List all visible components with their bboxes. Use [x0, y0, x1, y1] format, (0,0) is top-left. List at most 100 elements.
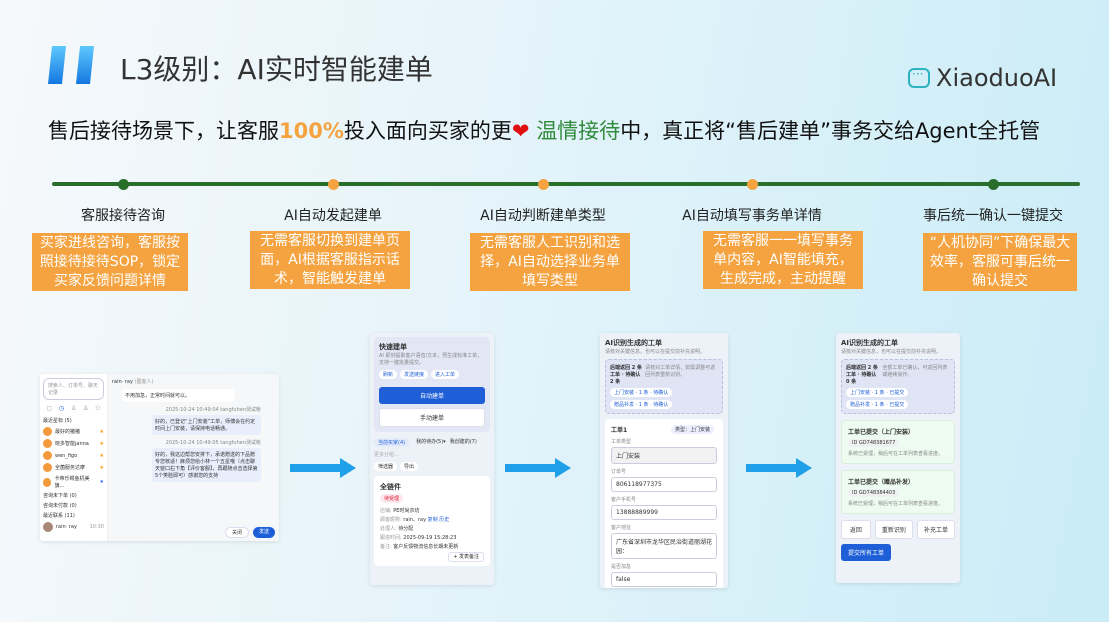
recognize-screenshot: AI识别生成的工单 请核对关键信息，也可以在提交前补充说明。 后端返回 2 条工… — [600, 333, 728, 588]
message-meta: 2025-10-24 10:49:05 tangfuhen测试帐 — [165, 440, 261, 446]
add-note-button[interactable]: + 发表备注 — [448, 552, 484, 562]
tab-my-todo[interactable]: 我的待办(5)▾ — [416, 439, 446, 445]
add-order-button[interactable]: 补充工单 — [916, 520, 955, 539]
star-icon[interactable]: ★ — [99, 428, 104, 435]
quote-mark-icon — [48, 46, 94, 84]
user-tab-icon[interactable]: ♙ — [70, 405, 77, 412]
order-field-input[interactable]: 13888889999 — [611, 505, 717, 520]
row-label: 跟进时间: — [380, 535, 402, 541]
order-id: ID GD748381677 — [848, 439, 900, 447]
submit-all-button[interactable]: 提交所有工单 — [841, 544, 891, 561]
clock-tab-icon[interactable]: ◷ — [58, 405, 65, 412]
contact-item[interactable]: wen_figo ★ — [43, 451, 104, 460]
step-title: 事后统一确认一键提交 — [923, 208, 1063, 224]
star-icon[interactable]: ★ — [99, 452, 104, 459]
tab-more[interactable]: 更多分组... — [374, 452, 399, 458]
card-title: 全链件 — [380, 483, 401, 491]
status-pill[interactable]: 赠品补发 · 1 条 · 已提交 — [846, 400, 909, 409]
step-title: AI自动发起建单 — [284, 208, 382, 224]
order-card: 全链件 待受理 店铺: PE时尚衣坊顾客昵称: rain、ray 复制 历史处理… — [374, 476, 490, 566]
contact-name: 最好的猪猪 — [55, 429, 81, 435]
step-title: 客服接待咨询 — [81, 208, 165, 224]
history-link[interactable]: 历史 — [439, 517, 450, 523]
row-label: 处理人: — [380, 526, 397, 532]
status-badge: 待受理 — [380, 494, 404, 503]
row-value: PE时尚衣坊 — [393, 508, 420, 514]
summary-text: 后端返回 2 条工单 · 待确认 0 条 — [846, 365, 878, 385]
row-label: 店铺: — [380, 508, 392, 514]
step-description: 无需客服人工识别和选择，AI自动选择业务单填写类型 — [470, 233, 630, 291]
enter-order-chip[interactable]: 进入工单 — [431, 370, 460, 379]
contact-name: wen_figo — [55, 452, 78, 459]
status-pill[interactable]: 赠品补发 · 1 条 · 待确认 — [610, 400, 673, 409]
star-icon[interactable]: ★ — [99, 440, 104, 447]
submitted-desc: 请核对关键信息，也可以在提交前补充说明。 — [841, 349, 942, 355]
auto-create-button[interactable]: 自动建单 — [379, 387, 485, 404]
contact-time: 10:30 — [89, 524, 104, 530]
group-tab-icon[interactable]: ⚇ — [95, 405, 101, 412]
tab-my-created[interactable]: 我创建的(7) — [449, 439, 477, 445]
group-label[interactable]: 咨询未下单 (0) — [43, 493, 77, 499]
order-field-input[interactable]: false — [611, 572, 717, 587]
field-label: 是否加急 — [611, 564, 632, 570]
status-pill[interactable]: 上门安装 · 1 条 · 待确认 — [610, 388, 673, 397]
quick-title: 快速建单 — [379, 343, 407, 351]
heart-icon: ❤ — [511, 119, 530, 143]
re-recognize-button[interactable]: 重新识别 — [874, 520, 913, 539]
subtitle-part: 投入面向买家的更 — [343, 119, 512, 143]
card-title: 工单已提交（赠品补发） — [848, 479, 915, 486]
user-tab-icon[interactable]: ♙ — [83, 405, 89, 412]
contact-item[interactable]: 卡帝乐鳄鱼机美旗...★ — [43, 475, 104, 489]
close-button[interactable]: 关闭 — [224, 527, 249, 538]
group-label[interactable]: 咨询未付款 (0) — [43, 503, 77, 509]
tab-current-buyer[interactable]: 当前买家(4) — [374, 438, 410, 447]
status-pill[interactable]: 上门安装 · 1 条 · 已提交 — [846, 388, 909, 397]
order-type-select[interactable]: 上门安装 — [611, 447, 717, 464]
order-name: 工单1 — [611, 427, 628, 434]
message-bubble: 不用加急，正常时间就可以。 — [122, 389, 235, 402]
field-label: 订单号 — [611, 469, 627, 475]
robot-logo-icon — [908, 67, 930, 88]
subtitle-part: 中，真正将“售后建单”事务交给Agent全托管 — [620, 119, 1041, 143]
avatar — [43, 463, 52, 472]
star-icon[interactable]: ★ — [99, 479, 104, 485]
submitted-title: AI识别生成的工单 — [841, 339, 899, 347]
chat-sidebar: 搜索人、订单号、聊天记录 ▢◷♙♙⚇ 最近星标 (5) 最好的猪猪★晓多智能ja… — [40, 374, 108, 541]
sidebar-tabs: ▢ ◷ ♙ ♙ ⚇ — [43, 405, 104, 412]
chat-tab-icon[interactable]: ▢ — [46, 405, 53, 412]
group-label[interactable]: 最近星标 (5) — [43, 418, 72, 424]
row-value: 客户反馈物流信息长期未更新 — [393, 544, 459, 550]
quick-create-screenshot: 快速建单 AI 即刻提取客户语音/文本，预生成标准工单，支持一键批量提交。 刷新… — [370, 333, 494, 585]
field-label: 客户地址 — [611, 525, 632, 531]
step-description: 买家进线咨询，客服按照接待接待SOP，锁定买家反馈问题详情 — [32, 233, 188, 291]
arrow-right-icon — [290, 458, 356, 478]
star-icon[interactable]: ★ — [99, 464, 104, 471]
order-field-input[interactable]: 806118977375 — [611, 477, 717, 492]
card-row: 跟进时间: 2025-09-19 15:28:23 — [380, 534, 484, 541]
manual-create-button[interactable]: 手动建单 — [379, 408, 485, 427]
export-button[interactable]: 导出 — [400, 462, 419, 471]
order-field-input[interactable]: 广东省深圳市龙华区民治街道丽湖花园： — [611, 533, 717, 559]
step-title: AI自动填写事务单详情 — [682, 208, 822, 224]
card-title: 工单已提交（上门安装） — [848, 429, 915, 436]
field-label: 客户手机号 — [611, 497, 637, 503]
filter-button[interactable]: 筛选器 — [374, 462, 398, 471]
recognize-title: AI识别生成的工单 — [605, 339, 663, 347]
step-description: “人机协同”下确保最大效率，客服可事后统一确认提交 — [923, 233, 1077, 291]
chat-main: rain· ray (图客人) 不用加急，正常时间就可以。2025-10-24 … — [108, 374, 279, 541]
card-row: 店铺: PE时尚衣坊 — [380, 507, 484, 514]
contact-item[interactable]: 全菌服务达摩★ — [43, 463, 104, 472]
step-description: 无需客服切换到建单页面，AI根据客服指示话术，智能触发建单 — [250, 231, 410, 289]
send-link-chip[interactable]: 发送链接 — [400, 370, 429, 379]
contact-item[interactable]: 最好的猪猪 ★ — [43, 427, 104, 436]
group-label[interactable]: 最近联系 (11) — [43, 513, 75, 519]
timeline-dot — [538, 179, 549, 190]
avatar — [43, 427, 52, 436]
copy-link[interactable]: 复制 — [427, 517, 438, 523]
contact-item[interactable]: 晓多智能janna★ — [43, 439, 104, 448]
back-button[interactable]: 返回 — [841, 520, 871, 539]
search-input[interactable]: 搜索人、订单号、聊天记录 — [43, 378, 104, 400]
refresh-chip[interactable]: 刷新 — [379, 370, 398, 379]
send-button[interactable]: 发送 — [252, 527, 275, 538]
